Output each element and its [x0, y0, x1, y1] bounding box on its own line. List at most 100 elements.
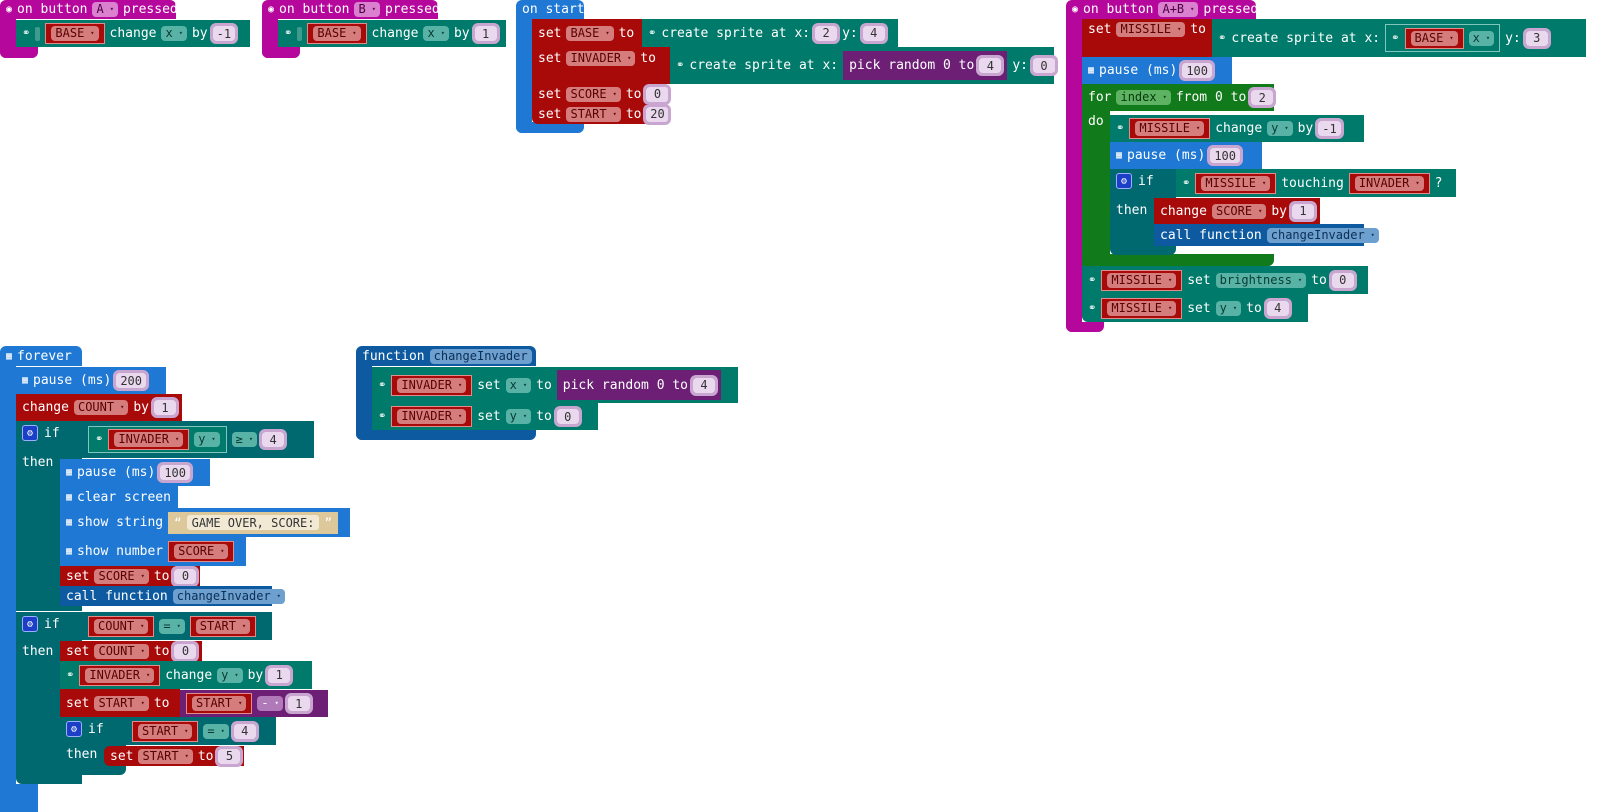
left-var-reporter[interactable]: COUNT▾ [88, 615, 155, 637]
var-dropdown[interactable]: SCORE▾ [1211, 203, 1267, 219]
var-dropdown[interactable]: INVADER▾ [566, 51, 636, 66]
value-input[interactable]: 0 [643, 83, 672, 105]
button-dropdown[interactable]: A+B▾ [1158, 2, 1199, 17]
index-dropdown[interactable]: index▾ [1116, 90, 1171, 105]
create-sprite-reporter[interactable]: ⚭ create sprite at x: ⚭ BASE▾ x▾ y: 3 [1212, 19, 1586, 57]
max-input[interactable]: 4 [690, 374, 719, 396]
pause-statement[interactable]: ▦ pause (ms) 100 [60, 459, 210, 486]
var-reporter[interactable]: BASE▾ [45, 23, 105, 44]
forever-block[interactable]: ▦ forever ▦ pause (ms) 200 change COUNT▾… [0, 346, 350, 812]
sprite-property-reporter[interactable]: ⚭ BASE▾ x▾ [1385, 24, 1501, 52]
y-input[interactable]: 3 [1522, 27, 1551, 49]
set-base-statement[interactable]: set BASE▾ to [532, 19, 642, 47]
subtract-reporter[interactable]: START▾ -▾ 1 [180, 690, 328, 717]
var-dropdown[interactable]: COUNT▾ [73, 400, 129, 415]
set-score-statement[interactable]: set SCORE▾ to 0 [60, 565, 200, 587]
var-reporter[interactable]: MISSILE▾ [1101, 269, 1183, 291]
var-reporter[interactable]: MISSILE▾ [1101, 297, 1183, 319]
pause-statement[interactable]: ▦ pause (ms) 200 [16, 367, 166, 394]
max-input[interactable]: 4 [976, 55, 1005, 76]
ms-input[interactable]: 100 [1207, 145, 1243, 166]
function-name-field[interactable]: changeInvader [429, 348, 532, 364]
value-input[interactable]: 0 [171, 565, 200, 587]
prop-dropdown[interactable]: x▾ [423, 26, 449, 41]
var-reporter[interactable]: INVADER▾ [391, 406, 473, 427]
set-start-5-statement[interactable]: set START▾ to 5 [104, 745, 244, 767]
operator-dropdown[interactable]: =▾ [159, 618, 185, 634]
for-loop-header[interactable]: for index▾ from 0 to 2 [1082, 84, 1277, 111]
value-input[interactable]: 5 [215, 745, 244, 767]
value-input[interactable]: 1 [1288, 200, 1317, 222]
value-input[interactable]: 4 [259, 429, 288, 450]
prop-dropdown[interactable]: y▾ [217, 667, 243, 683]
show-string-statement[interactable]: ▦ show string “ GAME OVER, SCORE: ” [60, 508, 350, 537]
ms-input[interactable]: 100 [157, 462, 193, 483]
var-reporter[interactable]: INVADER▾ [79, 664, 161, 686]
var-reporter[interactable]: BASE▾ [1404, 27, 1464, 49]
value-input[interactable]: 0 [171, 640, 200, 662]
value-input[interactable]: 1 [150, 397, 179, 418]
var-reporter[interactable]: START▾ [186, 693, 253, 714]
value-input[interactable]: 4 [1263, 297, 1292, 319]
value-input[interactable]: 1 [284, 693, 313, 714]
change-x-statement[interactable]: ⚭ BASE▾ change x▾ by -1 [16, 20, 250, 47]
sprite-property-reporter[interactable]: ⚭ INVADER▾ y▾ [88, 426, 227, 453]
set-start-statement[interactable]: set START▾ to [60, 689, 180, 717]
change-count-statement[interactable]: change COUNT▾ by 1 [16, 394, 182, 421]
change-score-statement[interactable]: change SCORE▾ by 1 [1154, 198, 1320, 224]
function-hat[interactable]: function changeInvader [356, 346, 536, 366]
prop-dropdown[interactable]: brightness▾ [1215, 272, 1307, 288]
var-dropdown[interactable]: START▾ [566, 106, 621, 122]
invader-set-x-statement[interactable]: ⚭ INVADER▾ set x▾ to pick random 0 to 4 [372, 367, 738, 403]
set-start-statement[interactable]: set START▾ to 20 [532, 103, 672, 125]
string-input[interactable]: GAME OVER, SCORE: [186, 515, 320, 530]
pick-random-reporter[interactable]: pick random 0 to 4 [556, 370, 722, 400]
call-function-statement[interactable]: call function changeInvader▾ [1154, 224, 1379, 246]
gear-icon[interactable]: ⚙ [22, 616, 38, 632]
value-input[interactable]: 1 [265, 664, 294, 686]
var-dropdown[interactable]: START▾ [138, 748, 193, 764]
number-input[interactable]: -1 [209, 23, 239, 44]
set-invader-statement[interactable]: set INVADER▾ to [532, 47, 670, 84]
on-button-b-block[interactable]: ◉ on button B▾ pressed ⚭ BASE▾ change x▾… [262, 0, 507, 58]
pause-statement[interactable]: ▦ pause (ms) 100 [1110, 142, 1262, 169]
on-button-a-hat[interactable]: ◉ on button A▾ pressed [0, 0, 178, 19]
on-start-hat[interactable]: on start [516, 0, 585, 19]
prop-dropdown[interactable]: x▾ [505, 377, 532, 393]
on-start-block[interactable]: on start set BASE▾ to ⚭ create sprite at… [516, 0, 1058, 135]
var-dropdown[interactable]: SCORE▾ [94, 568, 149, 584]
to-input[interactable]: 2 [1248, 87, 1277, 108]
var-reporter[interactable]: MISSILE▾ [1195, 172, 1277, 194]
ms-input[interactable]: 100 [1179, 60, 1215, 81]
string-reporter[interactable]: “ GAME OVER, SCORE: ” [168, 511, 339, 534]
if-block-3[interactable]: ⚙if then [60, 717, 126, 775]
operator-dropdown[interactable]: ≥▾ [231, 432, 258, 447]
set-missile-statement[interactable]: set MISSILE▾ to [1082, 19, 1212, 57]
create-sprite-reporter[interactable]: ⚭ create sprite at x: pick random 0 to 4… [670, 47, 1058, 84]
var-dropdown[interactable]: COUNT▾ [94, 643, 149, 659]
on-button-ab-hat[interactable]: ◉ on button A+B▾ pressed [1066, 0, 1258, 19]
var-reporter[interactable]: START▾ [132, 720, 199, 742]
show-number-statement[interactable]: ▦ show number SCORE▾ [60, 537, 246, 566]
change-x-statement[interactable]: ⚭ BASE▾ change x▾ by 1 [278, 20, 506, 47]
prop-dropdown[interactable]: x▾ [1468, 30, 1495, 46]
var-reporter[interactable]: SCORE▾ [168, 541, 235, 562]
prop-dropdown[interactable]: y▾ [194, 432, 220, 447]
function-dropdown[interactable]: changeInvader▾ [1266, 227, 1379, 243]
ms-input[interactable]: 200 [113, 370, 149, 391]
x-input[interactable]: 2 [812, 22, 841, 44]
value-input[interactable]: 20 [643, 103, 672, 125]
var-reporter[interactable]: INVADER▾ [391, 374, 473, 396]
value-input[interactable]: 0 [553, 406, 582, 427]
pause-statement[interactable]: ▦ pause (ms) 100 [1082, 57, 1232, 84]
set-y-statement[interactable]: ⚭ MISSILE▾ set y▾ to 4 [1082, 294, 1308, 322]
var-dropdown[interactable]: BASE▾ [566, 25, 614, 41]
y-input[interactable]: 0 [1030, 55, 1058, 76]
gear-icon[interactable]: ⚙ [22, 425, 38, 441]
button-dropdown[interactable]: B▾ [354, 2, 380, 17]
missile-change-y-statement[interactable]: ⚭ MISSILE▾ change y▾ by -1 [1110, 115, 1364, 142]
var-reporter[interactable]: MISSILE▾ [1129, 118, 1211, 139]
compare-condition[interactable]: ⚭ INVADER▾ y▾ ≥▾ 4 [82, 421, 314, 458]
create-sprite-reporter[interactable]: ⚭ create sprite at x: 2 y: 4 [642, 19, 898, 47]
var-dropdown[interactable]: SCORE▾ [566, 86, 621, 102]
